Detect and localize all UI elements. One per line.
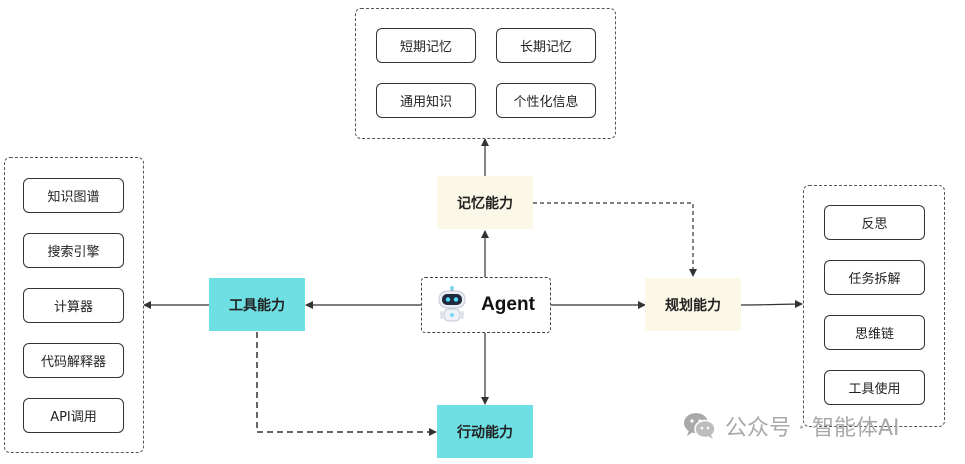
tool-item: 知识图谱 <box>23 178 124 213</box>
memory-items-group: 短期记忆 长期记忆 通用知识 个性化信息 <box>355 8 616 139</box>
planning-item: 反思 <box>824 205 925 240</box>
agent-label: Agent <box>481 294 535 315</box>
arrow-planning-to-group <box>740 300 803 309</box>
wechat-icon <box>684 413 716 439</box>
memory-item: 通用知识 <box>376 83 476 118</box>
arrow-memory-to-planning <box>533 202 697 277</box>
watermark-text: 公众号 · 智能体AI <box>725 416 900 441</box>
action-capability-node: 行动能力 <box>437 405 533 458</box>
planning-item: 任务拆解 <box>824 260 925 295</box>
memory-item: 长期记忆 <box>496 28 596 63</box>
tool-item: 搜索引擎 <box>23 233 124 268</box>
tool-item: API调用 <box>23 398 124 433</box>
agent-node: Agent <box>421 277 551 333</box>
arrow-tool-to-action <box>256 332 437 436</box>
planning-items-group: 反思 任务拆解 思维链 工具使用 <box>803 185 945 427</box>
memory-capability-node: 记忆能力 <box>437 176 533 229</box>
planning-item: 工具使用 <box>824 370 925 405</box>
tool-item: 代码解释器 <box>23 343 124 378</box>
tool-capability-node: 工具能力 <box>209 278 305 331</box>
planning-capability-node: 规划能力 <box>645 278 741 331</box>
tool-item: 计算器 <box>23 288 124 323</box>
memory-item: 个性化信息 <box>496 83 596 118</box>
watermark: 公众号 · 智能体AI <box>683 410 900 442</box>
robot-icon <box>438 286 466 322</box>
tool-items-group: 知识图谱 搜索引擎 计算器 代码解释器 API调用 <box>4 157 144 453</box>
planning-item: 思维链 <box>824 315 925 350</box>
memory-item: 短期记忆 <box>376 28 476 63</box>
